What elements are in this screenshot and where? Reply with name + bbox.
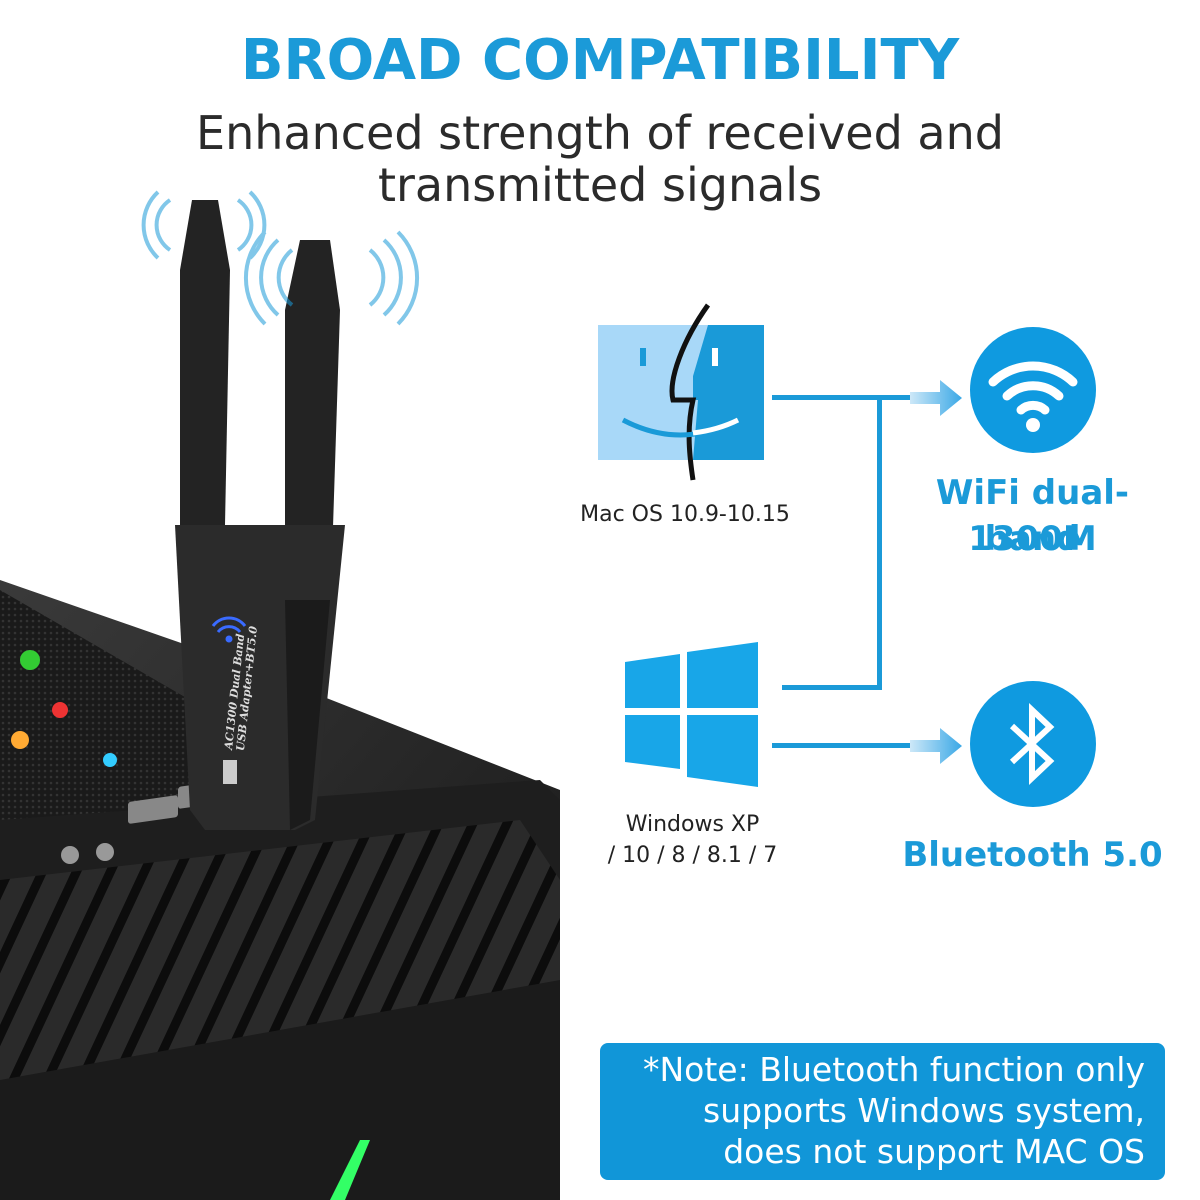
- page-title: BROAD COMPATIBILITY: [240, 28, 960, 93]
- bluetooth-note-box: *Note: Bluetooth function only supports …: [600, 1043, 1165, 1180]
- mac-os-label: Mac OS 10.9-10.15: [580, 502, 790, 527]
- pc-with-usb-adapter-image: AC1300 Dual BandUSB Adapter+BT5.0: [0, 190, 560, 1200]
- windows-label-line-2: / 10 / 8 / 8.1 / 7: [607, 843, 778, 868]
- arrow-right-icon: [910, 380, 962, 416]
- subtitle-line-1: Enhanced strength of received and: [196, 106, 1004, 160]
- connector-line: [877, 395, 882, 690]
- windows-logo-icon: [625, 642, 758, 787]
- wifi-feature-line-1: WiFi dual-band: [935, 473, 1130, 559]
- wifi-icon: [970, 327, 1096, 453]
- subtitle-line-2: transmitted signals: [377, 158, 823, 212]
- mac-finder-icon: [598, 303, 764, 481]
- wifi-feature-line-2: 1300M: [968, 519, 1097, 559]
- connector-line: [782, 685, 882, 690]
- adapter-wifi-led-icon: [211, 616, 247, 643]
- connector-line: [772, 395, 912, 400]
- note-line-3: does not support MAC OS: [723, 1132, 1145, 1171]
- bluetooth-icon: [970, 681, 1096, 807]
- note-line-2: supports Windows system,: [703, 1091, 1145, 1130]
- bluetooth-feature-label: Bluetooth 5.0: [902, 835, 1163, 875]
- connector-line: [772, 743, 912, 748]
- note-line-1: *Note: Bluetooth function only: [642, 1050, 1145, 1089]
- arrow-right-icon: [910, 728, 962, 764]
- windows-label-line-1: Windows XP: [625, 812, 760, 837]
